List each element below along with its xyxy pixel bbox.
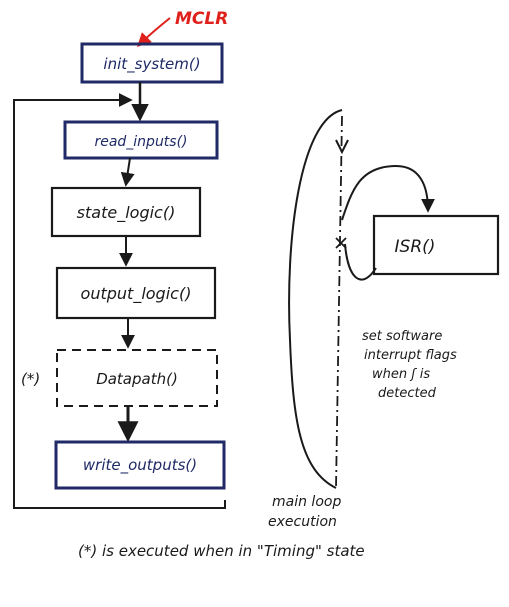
mclr-arrow — [137, 17, 171, 47]
write-outputs-block — [54, 440, 226, 490]
read-inputs-block — [63, 120, 219, 160]
main-loop-oval — [288, 109, 343, 489]
init-system-block — [80, 42, 224, 84]
output-logic-label: output_logic() — [81, 284, 192, 304]
write-outputs-label: write_outputs() — [83, 456, 197, 475]
output-logic-block — [55, 266, 217, 320]
main-loop-timeline — [335, 115, 343, 489]
isr-label: ISR() — [395, 237, 436, 257]
loop-back-line — [13, 93, 226, 509]
isr-block — [372, 214, 500, 276]
main-loop-label-line-2: execution — [268, 514, 337, 530]
isr-note-line-1: set software — [362, 329, 442, 344]
main-loop-label-line-1: main loop — [272, 494, 341, 510]
isr-note-line-3: when ʃ is — [372, 367, 430, 382]
isr-return-curve — [344, 243, 377, 281]
isr-note-line-4: detected — [378, 386, 437, 401]
read-inputs-label: read_inputs() — [94, 134, 187, 150]
datapath-asterisk-mark: (*) — [21, 370, 40, 388]
datapath-label: Datapath() — [96, 370, 178, 388]
mclr-label: MCLR — [175, 9, 228, 29]
isr-note-line-2: interrupt flags — [364, 348, 457, 363]
footnote: (*) is executed when in "Timing" state — [78, 542, 365, 560]
interrupt-point-mark — [335, 237, 347, 249]
timeline-arrowhead — [335, 139, 349, 155]
interrupt-to-isr-curve — [341, 164, 435, 221]
arrow-read-to-state — [120, 157, 135, 187]
datapath-block — [56, 349, 218, 407]
state-logic-label: state_logic() — [77, 203, 176, 223]
init-system-label: init_system() — [103, 55, 200, 74]
